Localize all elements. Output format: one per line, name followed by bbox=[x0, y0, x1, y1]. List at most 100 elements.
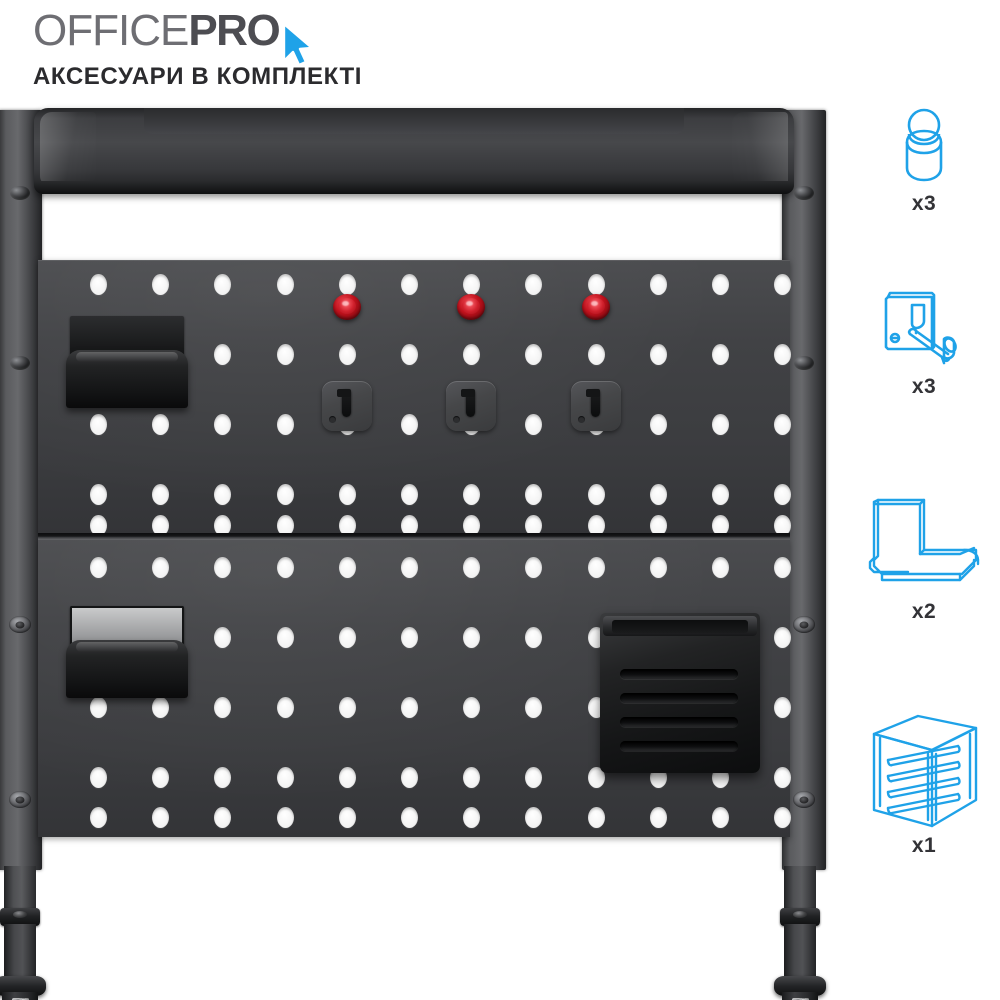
pegboard-hole bbox=[338, 627, 356, 648]
pegboard-hole bbox=[152, 767, 170, 788]
storage-basket[interactable] bbox=[600, 613, 760, 773]
pegboard-hole bbox=[463, 344, 481, 365]
shelf-front-face bbox=[66, 350, 188, 408]
pegboard-hole bbox=[338, 807, 356, 828]
shelf-highlight bbox=[76, 642, 178, 652]
accessory-item-hook[interactable]: x3 bbox=[848, 281, 1000, 399]
pegboard-hole bbox=[649, 414, 667, 435]
pegboard-hole bbox=[587, 344, 605, 365]
pegboard-hole bbox=[774, 344, 792, 365]
panel-seam bbox=[38, 533, 790, 540]
accessory-qty: x1 bbox=[911, 834, 937, 857]
pegboard-hole bbox=[276, 807, 294, 828]
pegboard-hole bbox=[90, 697, 107, 718]
pegboard-hole bbox=[214, 697, 232, 718]
leg-collar bbox=[780, 908, 820, 926]
pegboard-hole bbox=[649, 344, 667, 365]
pegboard-hole bbox=[401, 697, 418, 718]
accessory-item-magnet[interactable]: x3 bbox=[848, 104, 1000, 216]
pegboard-hole bbox=[587, 807, 605, 828]
post-screw bbox=[10, 356, 30, 370]
pegboard-hole bbox=[214, 344, 232, 365]
pegboard-hole bbox=[152, 484, 170, 505]
pegboard-hole bbox=[463, 515, 481, 536]
clamp-screw-shaft bbox=[12, 998, 29, 1000]
pegboard-hole bbox=[525, 274, 543, 295]
pegboard-hole bbox=[525, 557, 543, 578]
red-magnet[interactable] bbox=[457, 294, 486, 320]
pegboard-hole bbox=[649, 484, 667, 505]
pegboard-hole bbox=[525, 414, 543, 435]
pegboard-hole bbox=[463, 557, 481, 578]
pegboard-hole bbox=[214, 414, 232, 435]
phone-stand-icon bbox=[868, 498, 980, 582]
pegboard-hole bbox=[214, 767, 232, 788]
pegboard-hole bbox=[463, 484, 481, 505]
basket-slot bbox=[620, 693, 738, 703]
pegboard-hole bbox=[338, 344, 356, 365]
clamp-body bbox=[782, 992, 818, 1000]
pegboard-hole bbox=[463, 697, 481, 718]
pegboard-hole bbox=[712, 344, 729, 365]
pegboard-hole bbox=[774, 697, 792, 718]
pegboard-hole bbox=[214, 627, 232, 648]
pegboard-hole bbox=[276, 344, 294, 365]
pegboard-hole bbox=[214, 807, 232, 828]
accessory-legend: x3 x3 bbox=[848, 104, 1000, 894]
pegboard-hole bbox=[152, 557, 170, 578]
red-magnet[interactable] bbox=[332, 294, 361, 320]
board-hook[interactable] bbox=[321, 381, 372, 431]
pegboard-hole bbox=[214, 557, 232, 578]
pegboard-hole bbox=[649, 557, 667, 578]
pegboard-hole bbox=[401, 274, 418, 295]
pegboard-hole bbox=[774, 414, 792, 435]
pegboard-hole bbox=[525, 627, 543, 648]
leg-upper-section bbox=[784, 866, 816, 912]
accessory-qty: x3 bbox=[911, 375, 937, 398]
board-hook[interactable] bbox=[446, 381, 497, 431]
board-hook[interactable] bbox=[570, 381, 621, 431]
pegboard-hole bbox=[525, 807, 543, 828]
wall-hook-icon bbox=[884, 291, 957, 365]
cursor-arrow-icon bbox=[282, 22, 314, 67]
leg-collar bbox=[0, 908, 40, 926]
pegboard-hole bbox=[587, 484, 605, 505]
pegboard-hole bbox=[401, 414, 418, 435]
pegboard-hole bbox=[401, 767, 418, 788]
pegboard-hole bbox=[525, 344, 543, 365]
pegboard-hole bbox=[152, 807, 170, 828]
pegboard-hole bbox=[338, 557, 356, 578]
post-screw bbox=[794, 186, 814, 200]
hook-pin-dot bbox=[328, 416, 336, 423]
pegboard-hole bbox=[774, 767, 792, 788]
frame-post-left bbox=[0, 110, 42, 870]
pegboard-hole bbox=[774, 274, 792, 295]
phone-shelf-holder-lower[interactable] bbox=[66, 606, 188, 698]
tray-highlight-right bbox=[732, 112, 788, 186]
pegboard-hole bbox=[90, 274, 107, 295]
clamp-body bbox=[2, 992, 38, 1000]
pegboard-hole bbox=[90, 767, 107, 788]
accessory-item-stand[interactable]: x2 bbox=[848, 498, 1000, 624]
pegboard-hole bbox=[401, 344, 418, 365]
brand-name-office: OFFICE bbox=[33, 6, 189, 55]
tray-recess bbox=[144, 108, 684, 134]
phone-shelf-holder-upper[interactable] bbox=[66, 316, 188, 408]
post-screw bbox=[9, 791, 31, 808]
leg-upper-section bbox=[4, 866, 36, 912]
clamp-top-plate bbox=[774, 976, 826, 996]
pegboard-hole bbox=[712, 515, 729, 536]
pegboard-hole bbox=[90, 484, 107, 505]
leg-lower-section bbox=[784, 924, 816, 980]
post-screw bbox=[9, 616, 31, 633]
post-screw bbox=[793, 616, 815, 633]
red-magnet[interactable] bbox=[581, 294, 610, 320]
pegboard-hole bbox=[338, 484, 356, 505]
pegboard-hole bbox=[338, 697, 356, 718]
basket-opening bbox=[612, 620, 748, 633]
clamp-top-plate bbox=[0, 976, 46, 996]
accessory-item-basket[interactable]: x1 bbox=[848, 712, 1000, 858]
pegboard-hole bbox=[649, 515, 667, 536]
pegboard-hole bbox=[276, 767, 294, 788]
pegboard-hole bbox=[214, 484, 232, 505]
